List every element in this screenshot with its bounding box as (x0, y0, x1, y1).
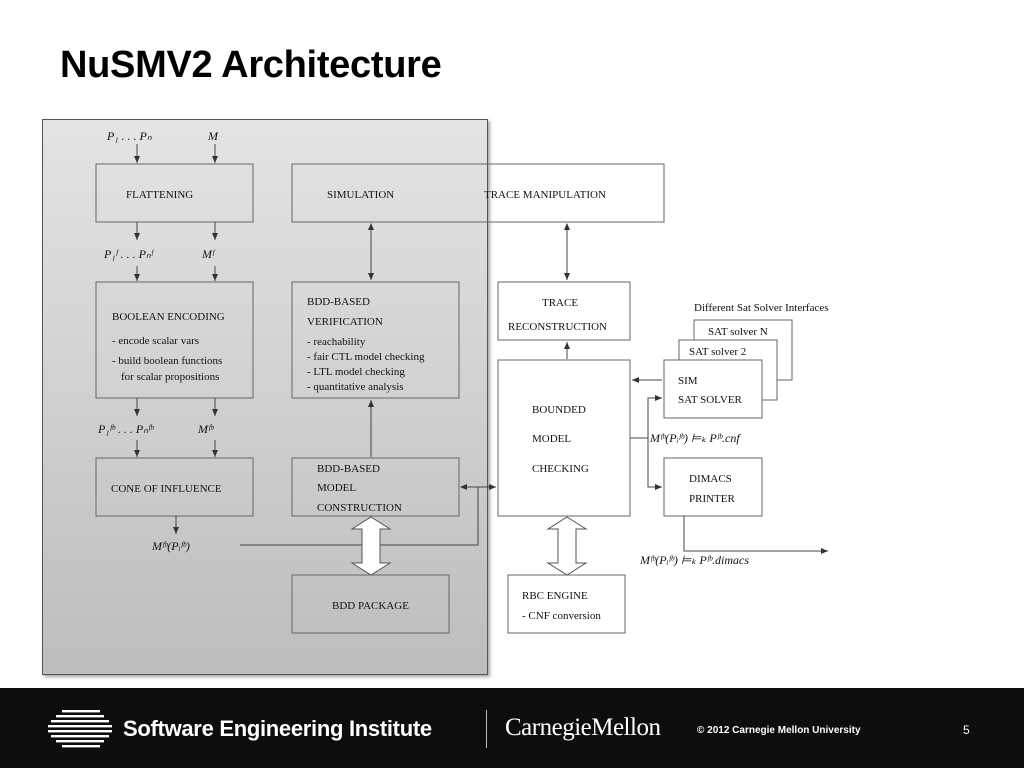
cmu-wordmark: CarnegieMellon (505, 714, 661, 741)
dimacs-printer-box (663, 457, 763, 517)
footer-bar (0, 688, 1024, 768)
dimacs-output-label: Mᶠᵇ(Pᵢᶠᵇ) ⊨ₖ Pᶠᵇ.dimacs (639, 553, 749, 567)
bdd-verification-line2: - fair CTL model checking (307, 351, 425, 363)
architecture-diagram: P₁ . . . Pₙ M P₁ᶠ . . . Pₙᶠ Mᶠ P₁ᶠᵇ . . … (95, 129, 829, 634)
rbc-engine-line1: - CNF conversion (522, 610, 601, 622)
double-arrow-rbc-engine (546, 516, 588, 576)
bdd-construction-line2: MODEL (317, 482, 356, 494)
input-model-label: M (207, 129, 219, 143)
encoded-properties-label: P₁ᶠᵇ . . . Pₙᶠᵇ (97, 422, 154, 436)
sim-sat-solver-box (663, 359, 763, 419)
bmc-line2: MODEL (532, 433, 571, 445)
bdd-verification-line4: - quantitative analysis (307, 381, 404, 393)
flattening-label: FLATTENING (126, 189, 193, 201)
sei-name: Software Engineering Institute (123, 716, 432, 741)
bmc-line1: BOUNDED (532, 404, 586, 416)
sim-sat-solver-line2: SAT SOLVER (678, 394, 743, 406)
bdd-package-label: BDD PACKAGE (332, 600, 409, 612)
boolean-encoding-line2: - build boolean functions (112, 355, 222, 367)
bdd-construction-line1: BDD-BASED (317, 463, 380, 475)
footer-divider (486, 710, 487, 748)
cnf-output-label: Mᶠᵇ(Pᵢᶠᵇ) ⊨ₖ Pᶠᵇ.cnf (649, 431, 741, 445)
simulation-trace-box (291, 163, 665, 223)
boolean-encoding-title: BOOLEAN ENCODING (112, 311, 225, 323)
double-arrow-bdd-package (350, 516, 392, 576)
bdd-construction-line3: CONSTRUCTION (317, 502, 402, 514)
nusmv-core-region (42, 119, 488, 675)
bdd-verification-line1: - reachability (307, 336, 366, 348)
bdd-construction-box (291, 457, 460, 517)
bdd-verification-title1: BDD-BASED (307, 296, 370, 308)
line-coi-output-to-bmc (240, 487, 479, 546)
boolean-encoding-line3: for scalar propositions (121, 371, 219, 383)
rbc-engine-title: RBC ENGINE (522, 590, 588, 602)
cone-of-influence-label: CONE OF INFLUENCE (111, 483, 222, 495)
trace-reconstruction-line1: TRACE (542, 297, 578, 309)
arrow-dimacs-output (683, 516, 828, 554)
sat-solver-n-label: SAT solver N (708, 326, 768, 338)
arrow-bmc-to-dimacs (647, 438, 662, 490)
sat-interfaces-label: Different Sat Solver Interfaces (694, 302, 829, 314)
dimacs-printer-line2: PRINTER (689, 493, 736, 505)
dimacs-printer-line1: DIMACS (689, 473, 732, 485)
sei-logo-icon (48, 710, 112, 748)
bdd-verification-line3: - LTL model checking (307, 366, 405, 378)
bmc-line3: CHECKING (532, 463, 589, 475)
slide-title: NuSMV2 Architecture (60, 44, 442, 86)
simulation-label: SIMULATION (327, 189, 394, 201)
cone-of-influence-box (95, 457, 254, 517)
bdd-verification-title2: VERIFICATION (307, 316, 383, 328)
flattened-properties-label: P₁ᶠ . . . Pₙᶠ (103, 247, 155, 261)
copyright-text: © 2012 Carnegie Mellon University (697, 725, 861, 736)
encoded-model-label: Mᶠᵇ (197, 422, 214, 436)
trace-reconstruction-line2: RECONSTRUCTION (508, 321, 607, 333)
bdd-verification-box (291, 281, 460, 399)
flattened-model-label: Mᶠ (201, 247, 216, 261)
input-properties-label: P₁ . . . Pₙ (106, 129, 152, 143)
boolean-encoding-box (95, 281, 254, 399)
arrow-bmc-to-sat (630, 395, 662, 439)
boolean-encoding-line1: - encode scalar vars (112, 335, 199, 347)
trace-reconstruction-box (497, 281, 631, 341)
trace-manipulation-label: TRACE MANIPULATION (484, 189, 606, 201)
page-number: 5 (963, 723, 970, 737)
coi-output-label: Mᶠᵇ(Pᵢᶠᵇ) (151, 539, 190, 553)
flattening-box (95, 163, 254, 223)
sat-solver-2-label: SAT solver 2 (689, 346, 746, 358)
sim-sat-solver-line1: SIM (678, 375, 698, 387)
rbc-engine-box (507, 574, 626, 634)
